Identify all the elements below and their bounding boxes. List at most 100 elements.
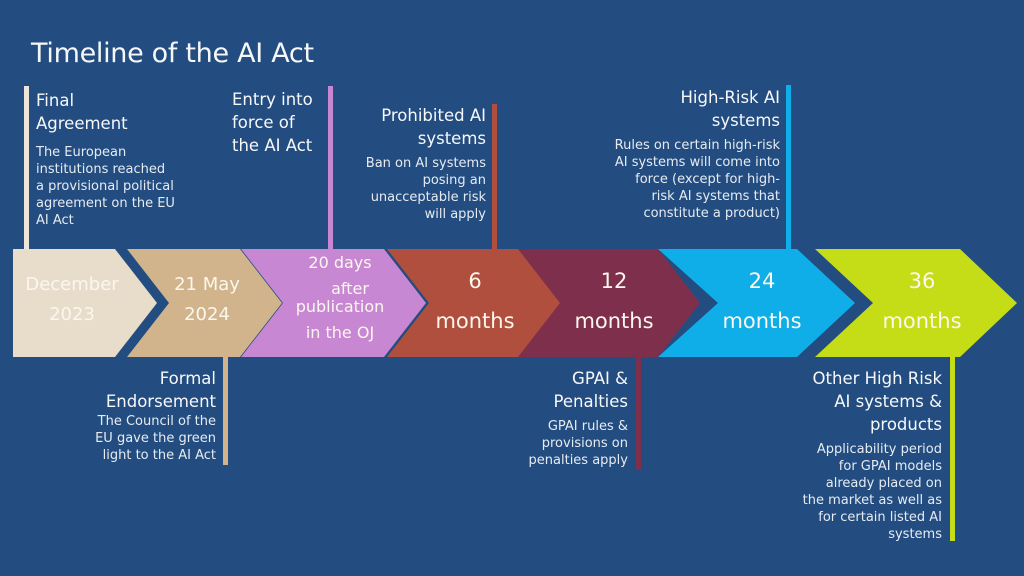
desc-line: light to the AI Act [102,448,216,463]
desc-line: for certain listed AI [818,510,942,525]
final-agreement-heading: Final Agreement [36,89,196,135]
stage-3-line3: publication [295,297,385,316]
final-agreement-description: The European institutions reached a prov… [36,144,196,229]
heading-line: Endorsement [105,392,216,411]
stem-entry-into-force [328,86,333,252]
chevron-stage-7 [815,249,1017,357]
heading-line: systems [711,111,780,130]
heading-line: Agreement [36,114,128,133]
chevron-stage-1 [13,249,157,357]
prohibited-description: Ban on AI systems posing an unacceptable… [330,155,486,223]
milestone-formal-endorsement: Formal Endorsement The Council of the EU… [60,367,216,464]
stem-other-high-risk [950,355,955,541]
desc-line: unacceptable risk [370,190,486,205]
formal-endorsement-heading: Formal Endorsement [60,367,216,413]
chevron-stage-2 [127,249,282,357]
desc-line: agreement on the EU [36,196,175,211]
stage-7-line1: 36 [908,269,936,293]
desc-line: a provisional political [36,179,174,194]
chevron-stage-3 [241,249,426,357]
page-title: Timeline of the AI Act [31,38,314,69]
desc-line: posing an [422,173,486,188]
heading-line: the AI Act [232,136,313,155]
stage-6-line2: months [722,309,802,333]
stage-2-line2: 2024 [184,304,230,325]
chevron-stage-6 [658,249,855,357]
desc-line: The Council of the [97,414,216,429]
desc-line: force (except for high- [635,172,780,187]
stage-5-line2: months [574,309,654,333]
desc-line: for GPAI models [838,459,942,474]
stage-3-line4: in the OJ [305,323,375,342]
desc-line: institutions reached [36,162,166,177]
milestone-entry-into-force: Entry into force of the AI Act [232,88,332,157]
stem-formal-endorsement [223,355,228,465]
other-high-risk-heading: Other High Risk AI systems & products [780,367,942,436]
stage-1-line2: 2023 [49,304,95,325]
stage-2-label: 21 May 2024 [162,276,252,324]
heading-line: High-Risk AI [680,88,780,107]
milestone-other-high-risk: Other High Risk AI systems & products Ap… [780,367,942,543]
stage-5-line1: 12 [600,269,628,293]
other-high-risk-description: Applicability period for GPAI models alr… [780,441,942,543]
stem-high-risk [786,85,791,252]
stage-2-line1: 21 May [174,274,240,295]
desc-line: already placed on [825,476,942,491]
stage-5-label: 12 months [554,271,674,332]
chevron-stage-5 [518,249,700,357]
entry-into-force-heading: Entry into force of the AI Act [232,88,332,157]
desc-line: EU gave the green [95,431,216,446]
stage-3-line2: after [331,279,369,298]
prohibited-heading: Prohibited AI systems [330,104,486,150]
desc-line: risk AI systems that [651,189,780,204]
stem-final-agreement [24,86,29,252]
heading-line: Entry into [232,90,313,109]
heading-line: force of [232,113,295,132]
heading-line: AI systems & [834,392,942,411]
milestone-gpai: GPAI & Penalties GPAI rules & provisions… [500,367,628,469]
gpai-heading: GPAI & Penalties [500,367,628,413]
stem-prohibited [492,104,497,252]
desc-line: systems [888,527,942,542]
stage-7-line2: months [882,309,962,333]
high-risk-heading: High-Risk AI systems [590,86,780,132]
formal-endorsement-description: The Council of the EU gave the green lig… [60,413,216,464]
stage-3-label: 20 days after publication in the OJ [280,255,400,341]
stage-4-line2: months [435,309,515,333]
desc-line: the market as well as [802,493,942,508]
stage-3-line1: 20 days [308,253,372,272]
stage-6-line1: 24 [748,269,776,293]
chevron-stage-4 [387,249,563,357]
heading-line: Prohibited AI [381,106,486,125]
desc-line: provisions on [541,436,628,451]
heading-line: GPAI & [572,369,628,388]
stage-1-line1: December [25,274,119,295]
stage-6-label: 24 months [702,271,822,332]
milestone-high-risk: High-Risk AI systems Rules on certain hi… [590,86,780,222]
desc-line: Applicability period [816,442,942,457]
desc-line: AI Act [36,213,74,228]
desc-line: Rules on certain high-risk [614,138,780,153]
desc-line: penalties apply [528,453,628,468]
heading-line: Other High Risk [812,369,942,388]
stage-4-label: 6 months [420,271,530,332]
high-risk-description: Rules on certain high-risk AI systems wi… [590,137,780,222]
gpai-description: GPAI rules & provisions on penalties app… [500,418,628,469]
desc-line: AI systems will come into [614,155,780,170]
stage-4-line1: 6 [468,269,482,293]
stage-1-label: December 2023 [13,276,131,324]
stem-gpai [636,355,641,470]
heading-line: Formal [159,369,216,388]
milestone-prohibited: Prohibited AI systems Ban on AI systems … [330,104,486,223]
desc-line: The European [36,145,127,160]
desc-line: GPAI rules & [547,419,628,434]
desc-line: constitute a product) [643,206,780,221]
stage-7-label: 36 months [862,271,982,332]
heading-line: systems [417,129,486,148]
heading-line: Final [36,91,75,110]
heading-line: Penalties [553,392,628,411]
desc-line: Ban on AI systems [365,156,486,171]
heading-line: products [869,415,942,434]
desc-line: will apply [424,207,486,222]
